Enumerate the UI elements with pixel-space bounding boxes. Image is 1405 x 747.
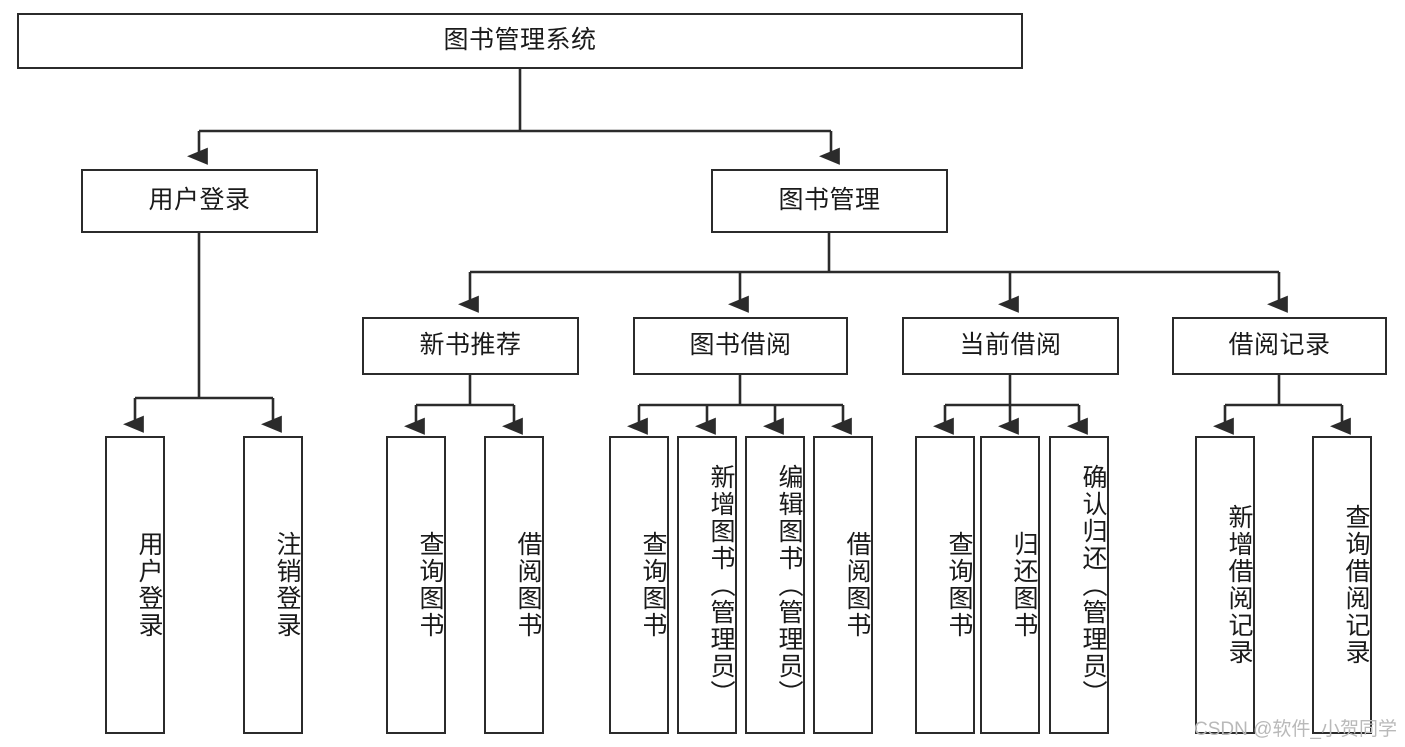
leaf-logout-label: 注销登录 [273, 531, 301, 639]
node-book-manage-label: 图书管理 [778, 186, 881, 215]
leaf-add-book[interactable]: 新增图书（管理员） [677, 436, 737, 734]
node-borrow-record-label: 借阅记录 [1228, 331, 1331, 360]
leaf-query-record[interactable]: 查询借阅记录 [1312, 436, 1372, 734]
leaf-add-record-label: 新增借阅记录 [1225, 504, 1253, 666]
leaf-borrow-book-2-label: 借阅图书 [843, 531, 871, 639]
node-book-manage[interactable]: 图书管理 [711, 169, 948, 233]
leaf-user-login[interactable]: 用户登录 [105, 436, 165, 734]
leaf-query-book-1-label: 查询图书 [416, 531, 444, 639]
leaf-query-book-1[interactable]: 查询图书 [386, 436, 446, 734]
node-new-book-rec-label: 新书推荐 [419, 331, 522, 360]
node-book-borrow[interactable]: 图书借阅 [633, 317, 848, 375]
leaf-confirm-return[interactable]: 确认归还（管理员） [1049, 436, 1109, 734]
leaf-add-book-label: 新增图书（管理员） [707, 463, 735, 707]
leaf-query-book-2-label: 查询图书 [639, 531, 667, 639]
leaf-query-book-3[interactable]: 查询图书 [915, 436, 975, 734]
node-book-borrow-label: 图书借阅 [689, 331, 792, 360]
node-user-login-label: 用户登录 [148, 186, 251, 215]
leaf-borrow-book-2[interactable]: 借阅图书 [813, 436, 873, 734]
leaf-borrow-book-1-label: 借阅图书 [514, 531, 542, 639]
node-borrow-record[interactable]: 借阅记录 [1172, 317, 1387, 375]
node-current-borrow-label: 当前借阅 [959, 331, 1062, 360]
node-root-label: 图书管理系统 [443, 26, 597, 55]
leaf-add-record[interactable]: 新增借阅记录 [1195, 436, 1255, 734]
leaf-user-login-label: 用户登录 [135, 531, 163, 639]
node-user-login[interactable]: 用户登录 [81, 169, 318, 233]
leaf-return-book[interactable]: 归还图书 [980, 436, 1040, 734]
node-current-borrow[interactable]: 当前借阅 [902, 317, 1119, 375]
leaf-return-book-label: 归还图书 [1010, 531, 1038, 639]
leaf-confirm-return-label: 确认归还（管理员） [1079, 463, 1107, 707]
leaf-logout[interactable]: 注销登录 [243, 436, 303, 734]
node-new-book-rec[interactable]: 新书推荐 [362, 317, 579, 375]
leaf-edit-book-label: 编辑图书（管理员） [775, 463, 803, 707]
leaf-query-book-2[interactable]: 查询图书 [609, 436, 669, 734]
leaf-borrow-book-1[interactable]: 借阅图书 [484, 436, 544, 734]
leaf-edit-book[interactable]: 编辑图书（管理员） [745, 436, 805, 734]
node-root[interactable]: 图书管理系统 [17, 13, 1023, 69]
leaf-query-record-label: 查询借阅记录 [1342, 504, 1370, 666]
leaf-query-book-3-label: 查询图书 [945, 531, 973, 639]
